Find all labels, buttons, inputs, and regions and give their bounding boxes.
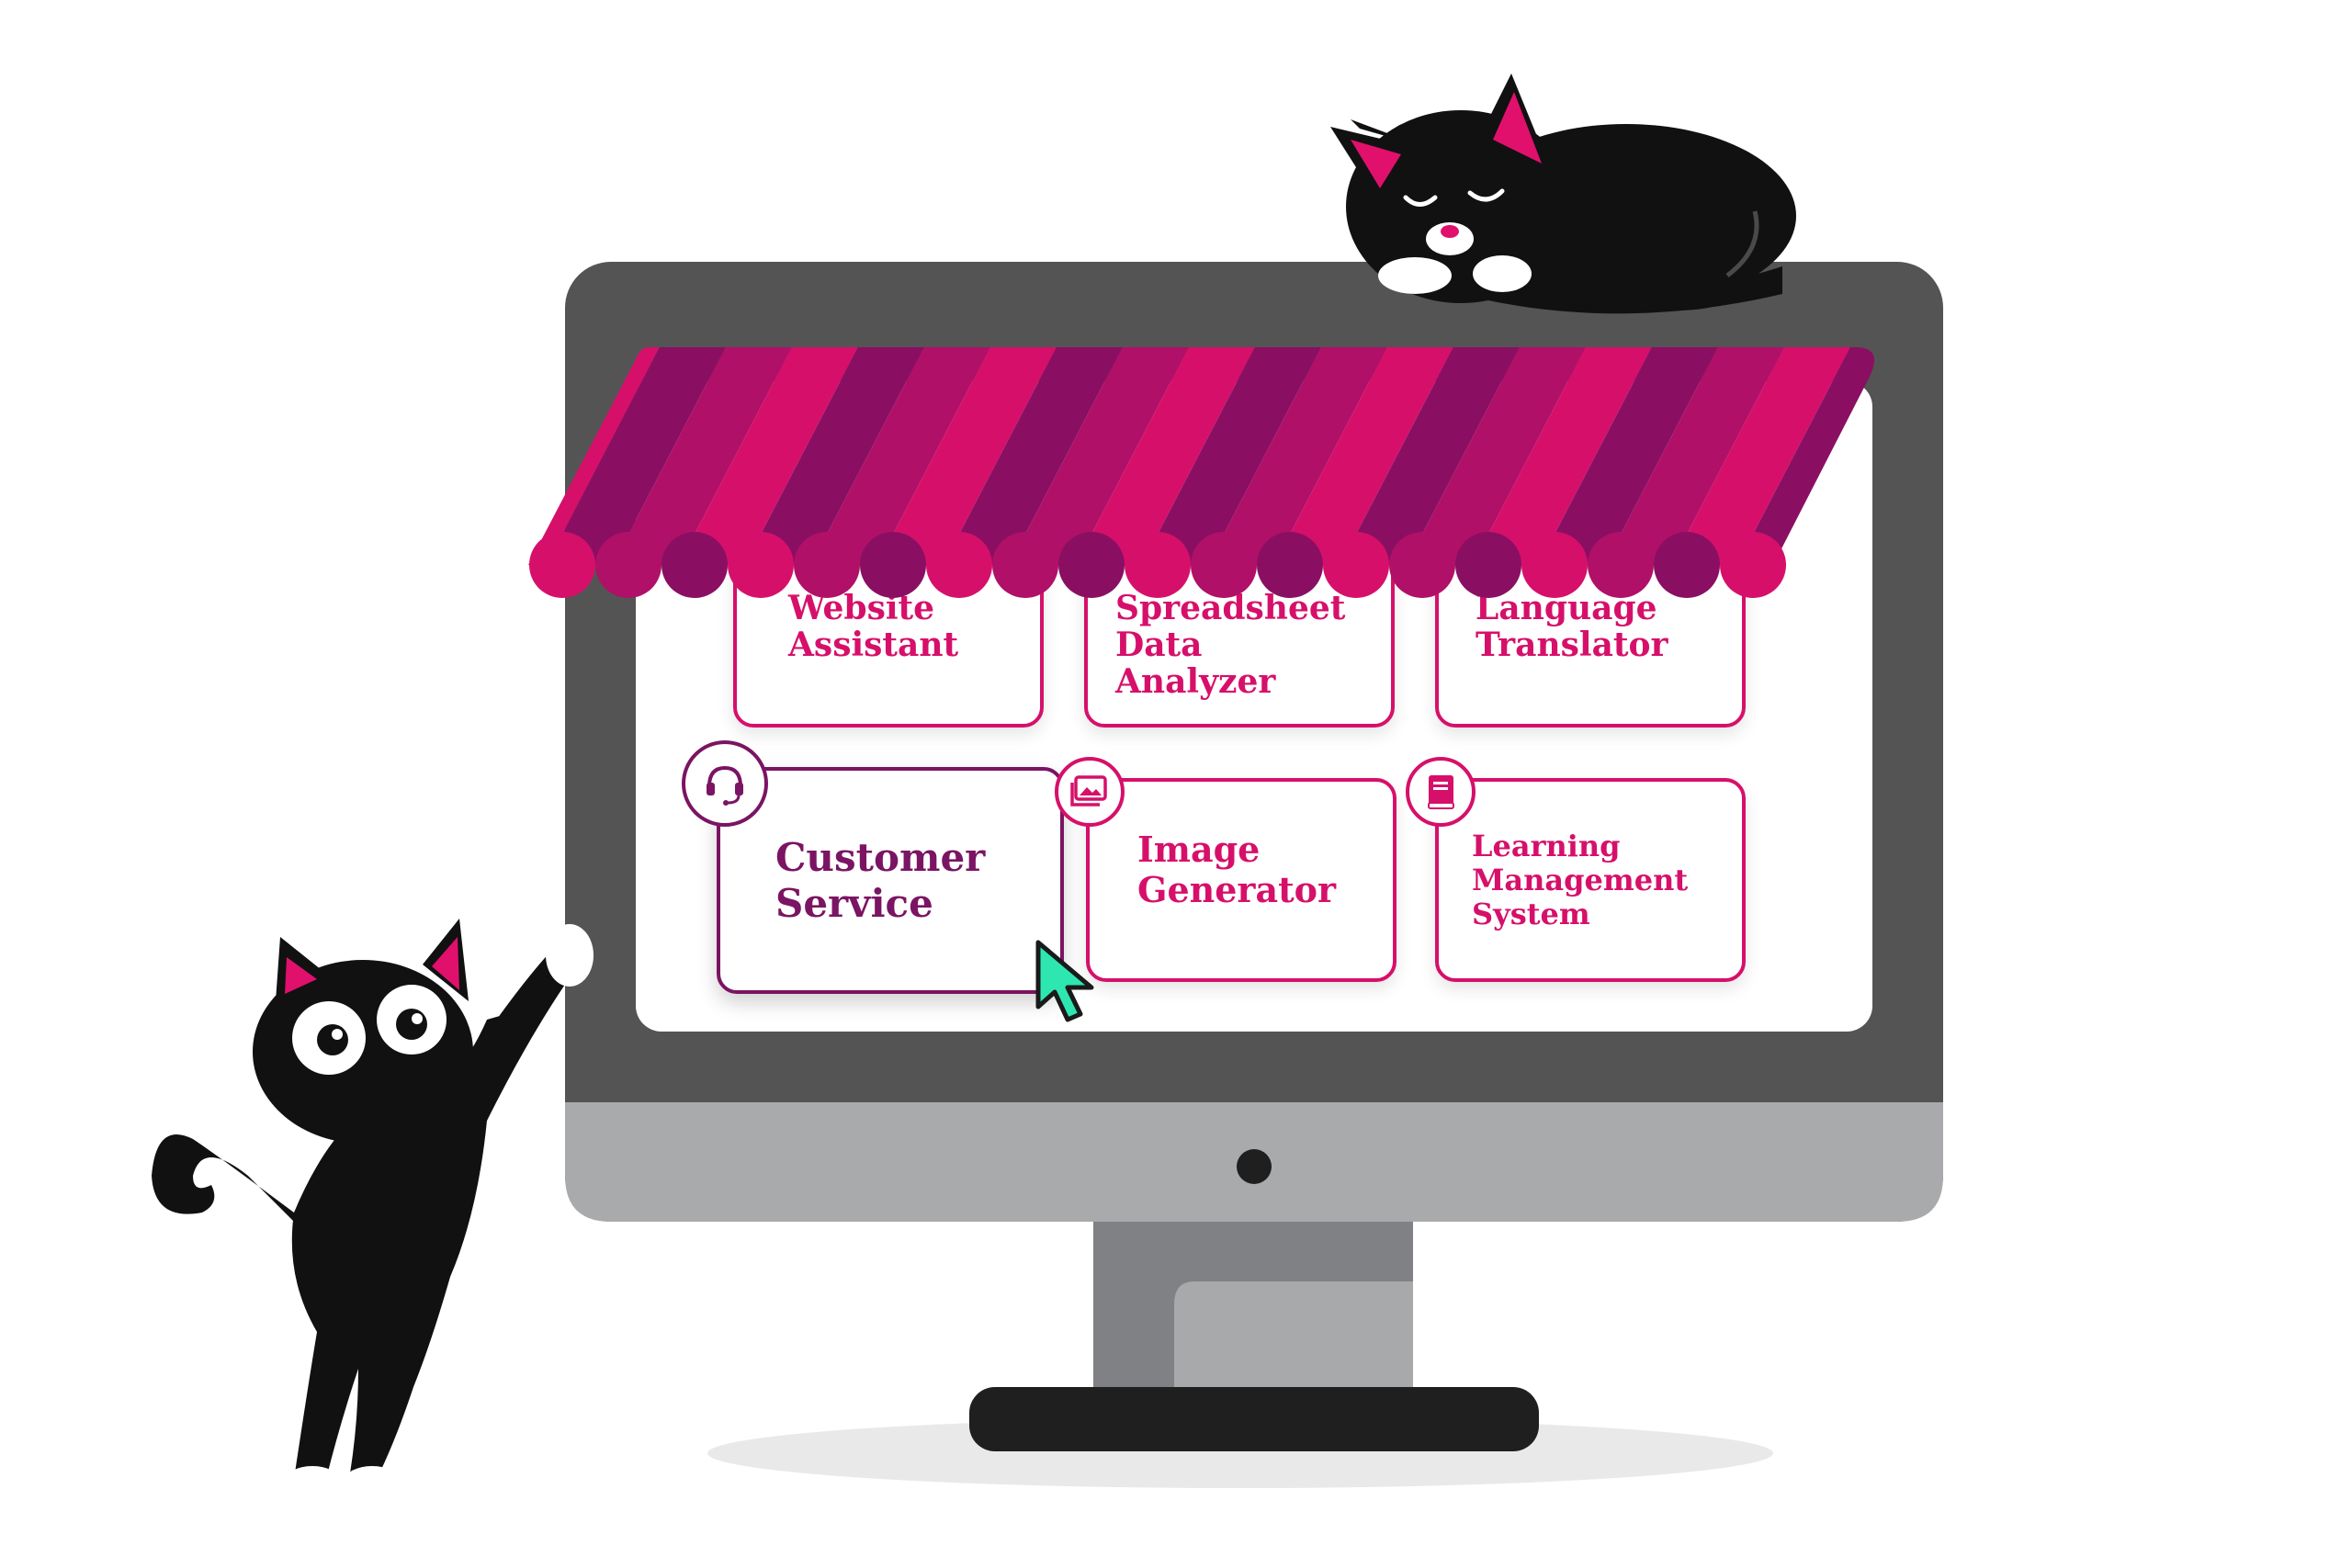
awning-scallop bbox=[1257, 532, 1323, 598]
headset-icon bbox=[682, 740, 768, 827]
awning-scallop bbox=[1058, 532, 1125, 598]
image-icon bbox=[1055, 757, 1125, 827]
standing-cat bbox=[152, 919, 594, 1495]
awning-stripe bbox=[544, 347, 729, 565]
card-customer-service[interactable]: Customer Service bbox=[717, 767, 1064, 994]
awning-scallop bbox=[1125, 532, 1191, 598]
awning-stripe bbox=[1404, 347, 1589, 565]
book-icon bbox=[1406, 757, 1476, 827]
awning-scallop bbox=[1720, 532, 1786, 598]
awning-scallop bbox=[1389, 532, 1455, 598]
card-label: Website Assistant bbox=[788, 589, 959, 664]
monitor-camera-dot bbox=[1237, 1149, 1272, 1184]
awning-scallop bbox=[1323, 532, 1389, 598]
monitor-stand-base bbox=[969, 1387, 1539, 1451]
card-label: Spreadsheet Data Analyzer bbox=[1115, 589, 1346, 701]
awning-stripe bbox=[941, 347, 1126, 565]
awning-scallop bbox=[662, 532, 728, 598]
card-label: Learning Management System bbox=[1472, 829, 1689, 931]
card-label: Language Translator bbox=[1476, 589, 1668, 664]
awning-stripe bbox=[676, 347, 862, 565]
awning-stripe bbox=[1470, 347, 1656, 565]
awning-stripe bbox=[1867, 347, 1874, 565]
awning-stripe bbox=[742, 347, 928, 565]
awning-scallop bbox=[728, 532, 794, 598]
awning-stripe bbox=[875, 347, 1060, 565]
sleeping-cat bbox=[1330, 73, 1796, 314]
awning-stripe bbox=[1007, 347, 1193, 565]
card-label: Customer Service bbox=[775, 835, 986, 926]
awning-stripe bbox=[1073, 347, 1259, 565]
awning-scallop bbox=[860, 532, 926, 598]
awning-scallop bbox=[926, 532, 992, 598]
card-image-generator[interactable]: Image Generator bbox=[1086, 778, 1396, 982]
awning-stripe bbox=[1139, 347, 1325, 565]
awning-stripe bbox=[1338, 347, 1523, 565]
awning-scallop bbox=[1455, 532, 1521, 598]
awning-stripe bbox=[1205, 347, 1391, 565]
awning-stripe bbox=[1602, 347, 1788, 565]
card-label: Image Generator bbox=[1137, 829, 1336, 910]
awning-scallop bbox=[794, 532, 860, 598]
monitor-stand-highlight bbox=[1174, 1281, 1413, 1405]
awning-scallop bbox=[595, 532, 662, 598]
awning-stripe bbox=[808, 347, 994, 565]
awning-stripe bbox=[1536, 347, 1722, 565]
awning-scallop bbox=[992, 532, 1058, 598]
card-learning-management-system[interactable]: Learning Management System bbox=[1435, 778, 1746, 982]
awning-stripe bbox=[1668, 347, 1854, 565]
cursor-icon bbox=[1035, 940, 1094, 1022]
awning-stripe bbox=[610, 347, 796, 565]
awning-scallop bbox=[1654, 532, 1720, 598]
awning-scallop bbox=[1588, 532, 1654, 598]
awning-stripe bbox=[1272, 347, 1457, 565]
awning-scallop bbox=[1521, 532, 1588, 598]
awning-scallop bbox=[1191, 532, 1257, 598]
awning-scallop bbox=[529, 532, 595, 598]
